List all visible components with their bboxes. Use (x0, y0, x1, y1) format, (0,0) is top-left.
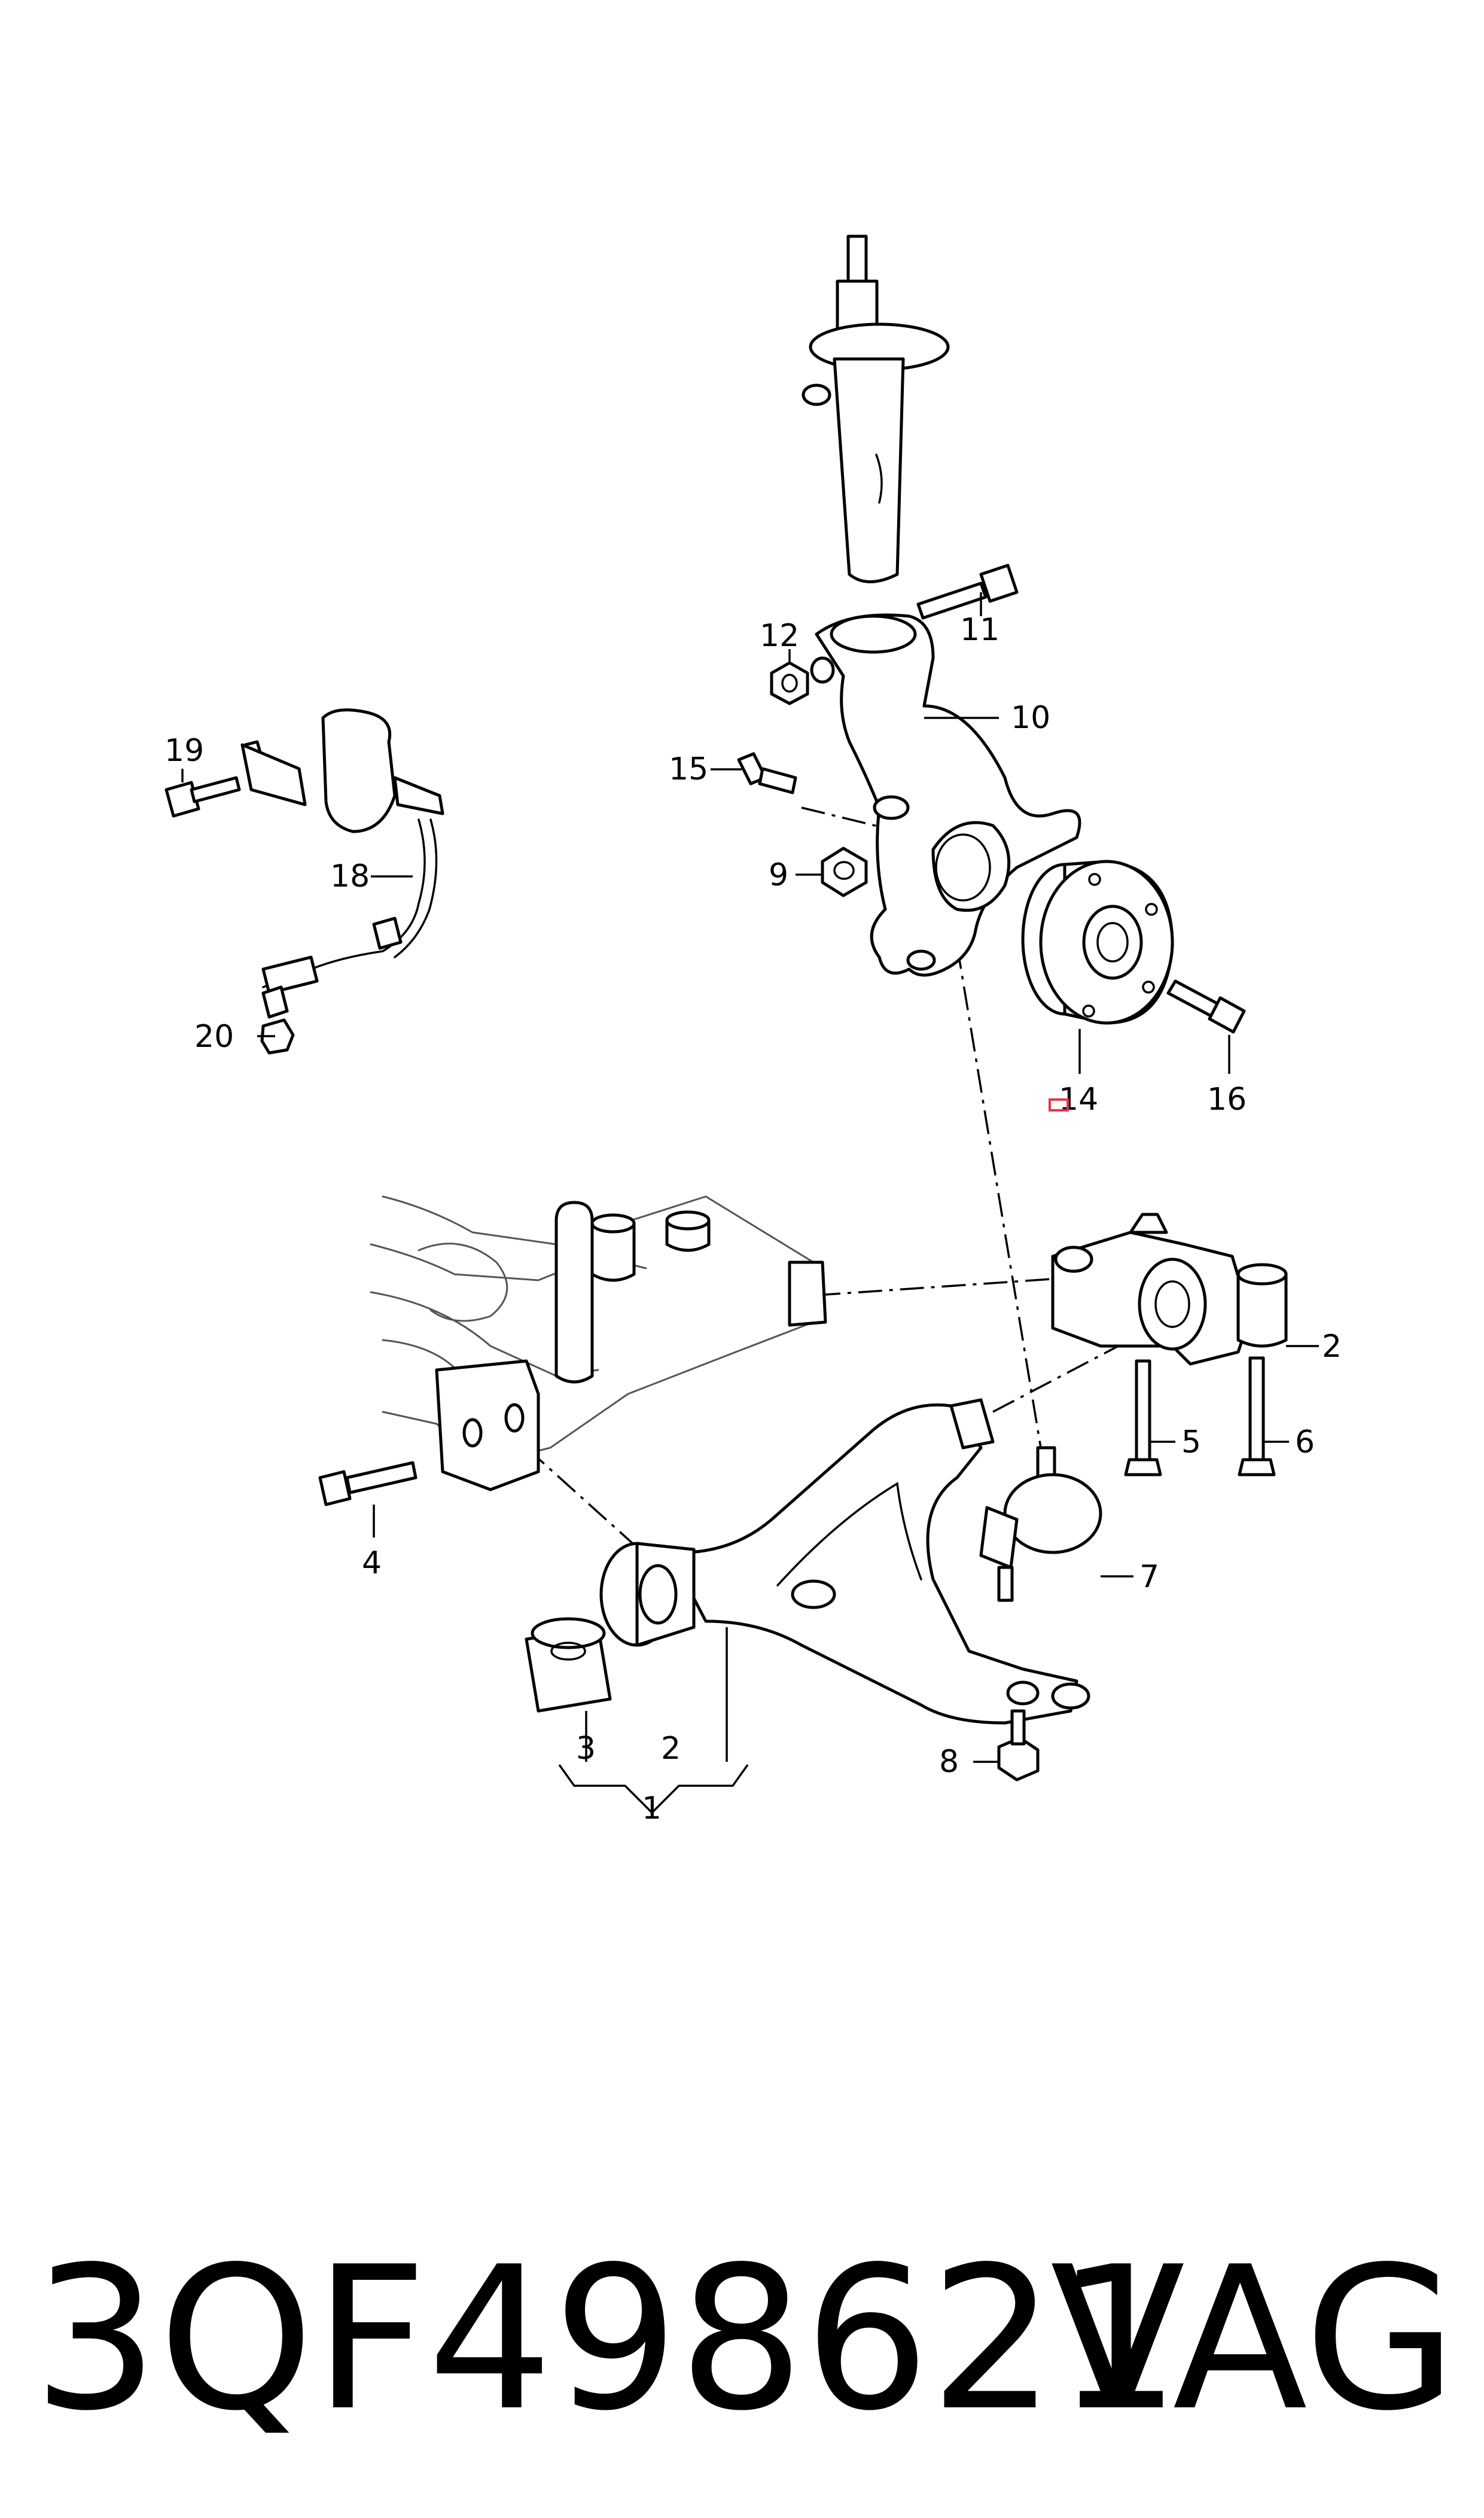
bolt-4 (318, 1461, 418, 1506)
bolt-6 (1238, 1356, 1276, 1476)
nut-12 (770, 661, 809, 705)
bushing-3 (525, 1617, 612, 1713)
brand-name: VAG (1050, 2224, 1457, 2454)
callout-2-arm: 2 (661, 1731, 681, 1767)
callout-15: 15 (669, 751, 708, 787)
callout-11: 11 (960, 612, 1000, 648)
callout-1: 1 (642, 1791, 662, 1826)
callout-12: 12 (760, 618, 799, 654)
callout-18: 18 (330, 858, 370, 894)
callout-9: 9 (769, 857, 788, 893)
leader-lines (181, 592, 1319, 1814)
ball-joint (979, 1446, 1102, 1602)
callout-8: 8 (939, 1744, 959, 1780)
exploded-suspension-diagram: 11 12 10 15 9 14 16 19 18 20 2 5 6 4 7 8… (164, 235, 1342, 1826)
steering-knuckle (810, 613, 1081, 977)
wheel-hub (1021, 860, 1174, 1025)
callout-2-bracket: 2 (1322, 1329, 1342, 1365)
callout-5: 5 (1181, 1424, 1201, 1460)
callout-16: 16 (1207, 1082, 1247, 1118)
highlight-marker (1049, 1098, 1069, 1112)
bolt-15 (737, 752, 797, 794)
bolt-16 (1166, 979, 1246, 1034)
nut-9 (821, 847, 868, 897)
control-arm (599, 1398, 1090, 1725)
subframe (370, 1195, 827, 1491)
callout-19: 19 (164, 733, 204, 769)
callout-3: 3 (576, 1731, 596, 1767)
bolt-11 (916, 564, 1019, 620)
callout-10: 10 (1011, 700, 1050, 736)
level-sensor-assembly (164, 708, 444, 1055)
rear-bushing-bracket (1051, 1213, 1288, 1366)
strut (802, 235, 950, 583)
callout-6: 6 (1295, 1424, 1315, 1460)
callout-4: 4 (362, 1545, 382, 1581)
callout-20: 20 (194, 1019, 234, 1055)
nut-8 (997, 1709, 1040, 1782)
part-number: 3QF498621 (33, 2224, 1181, 2454)
callout-7: 7 (1139, 1559, 1159, 1595)
callout-labels: 11 12 10 15 9 14 16 19 18 20 2 5 6 4 7 8… (164, 612, 1342, 1826)
bolt-5 (1124, 1359, 1162, 1476)
